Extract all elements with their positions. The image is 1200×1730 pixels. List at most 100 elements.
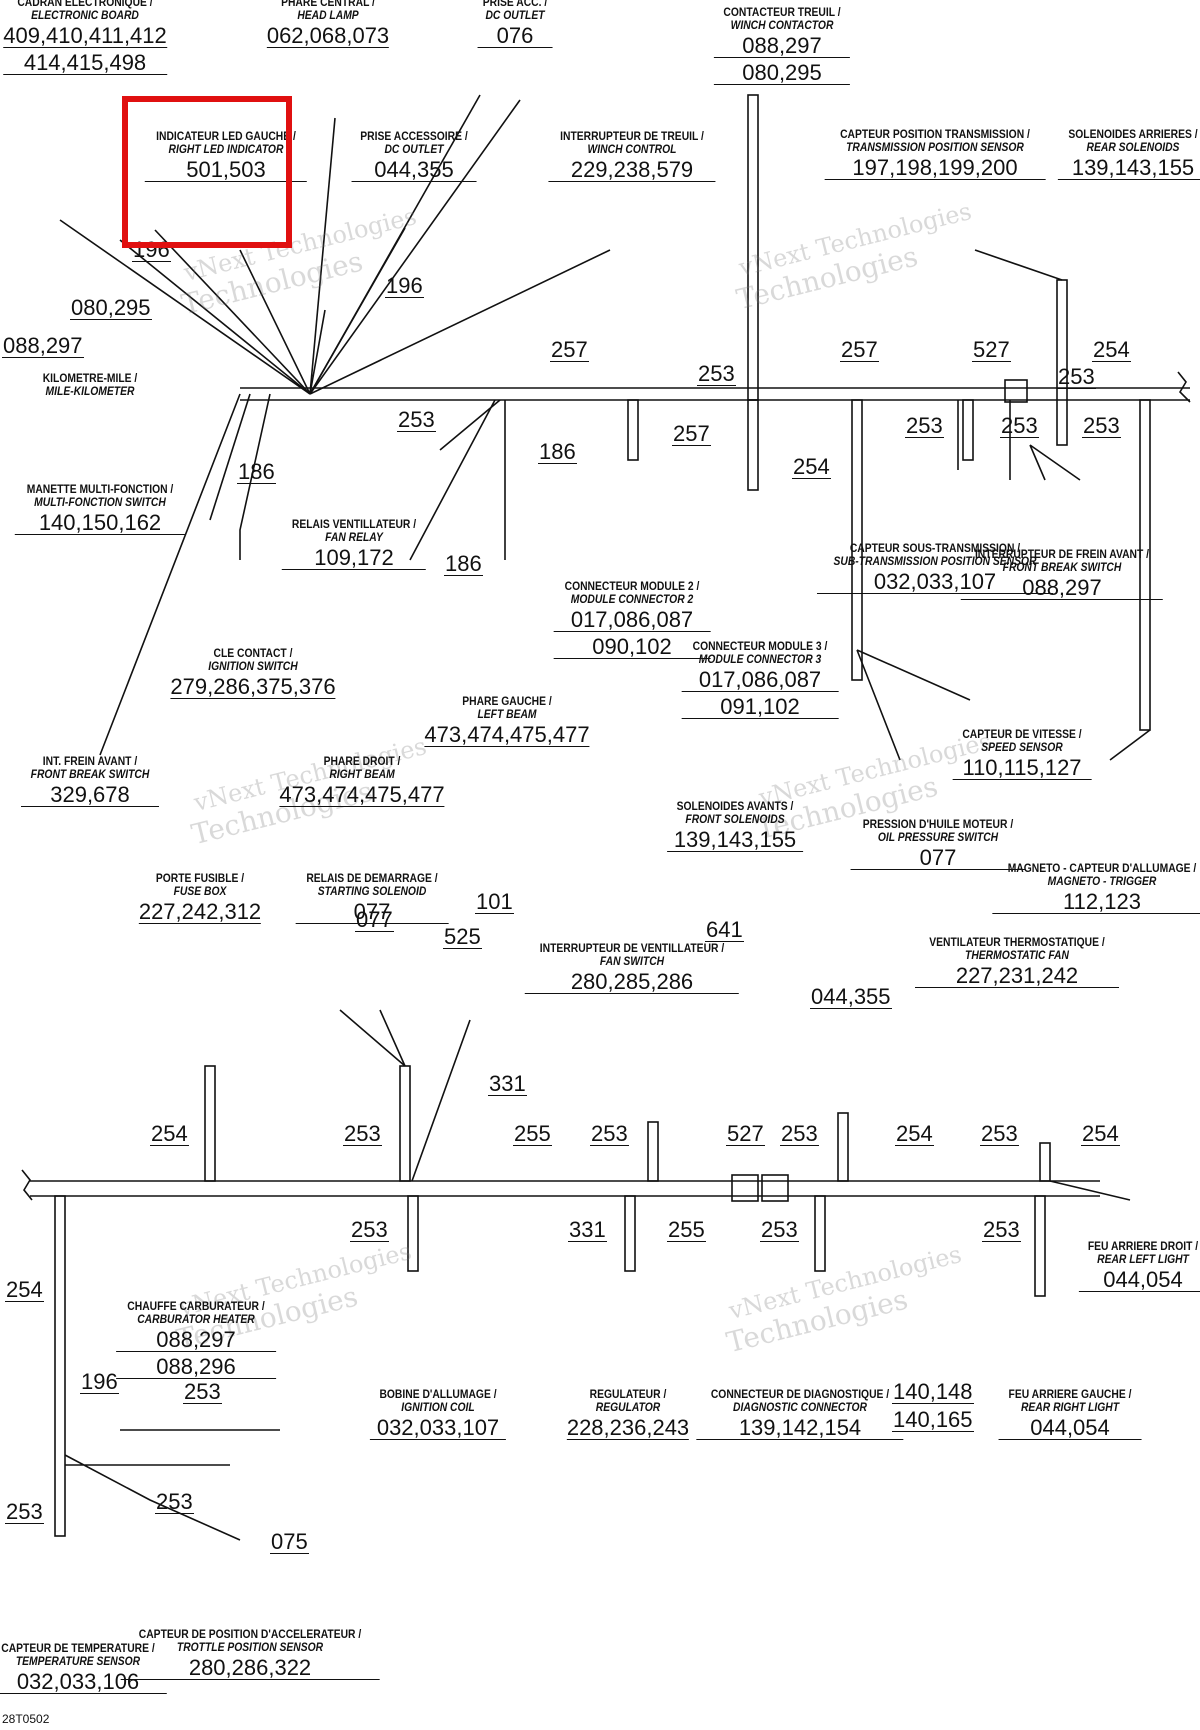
wire-callout: 088,297 <box>2 333 84 359</box>
wire-callout: 331 <box>488 1071 527 1097</box>
label-fr: INT. FREIN AVANT / <box>42 754 138 768</box>
part-number: 197,198,199,200 <box>824 156 1046 181</box>
label-fr: KILOMETRE-MILE / <box>42 371 138 385</box>
label-en: IGNITION COIL <box>401 1399 475 1414</box>
label-en: LEFT BEAM <box>477 706 537 721</box>
label-fr: BOBINE D'ALLUMAGE / <box>379 1387 497 1401</box>
component-label-trottle-position-sensor: CAPTEUR DE POSITION D'ACCELERATEUR /TROT… <box>120 1628 380 1681</box>
part-number: 473,474,475,477 <box>424 722 590 748</box>
hub-branches <box>59 94 611 756</box>
part-number: 044,054 <box>998 1416 1142 1441</box>
label-fr: CLE CONTACT / <box>213 646 293 660</box>
wire-callout: 525 <box>443 924 482 950</box>
label-fr: SOLENOIDES AVANTS / <box>676 799 794 813</box>
wire-callout: 255 <box>667 1217 706 1243</box>
label-fr: INTERRUPTEUR DE FREIN AVANT / <box>974 547 1150 561</box>
label-en: FAN SWITCH <box>599 953 665 968</box>
label-en: SUB-TRANSMISSION POSITION SENSOR <box>833 553 1037 568</box>
part-number: 032,033,106 <box>0 1670 168 1695</box>
wire-callout: 253 <box>1057 364 1096 390</box>
component-label-magneto-trigger: MAGNETO - CAPTEUR D'ALLUMAGE /MAGNETO - … <box>992 862 1200 915</box>
wire-callout: 254 <box>1081 1121 1120 1147</box>
part-number: 139,143,155 <box>667 828 803 853</box>
part-number: 109,172 <box>281 546 427 571</box>
wire-callout: 254 <box>150 1121 189 1147</box>
part-number: 017,086,087 <box>553 608 711 633</box>
label-fr: VENTILATEUR THERMOSTATIQUE / <box>929 935 1105 949</box>
label-fr: CONTACTEUR TREUIL / <box>723 5 841 19</box>
label-en: REAR SOLENOIDS <box>1086 139 1180 154</box>
wire-callout: 196 <box>385 273 424 299</box>
label-en: FUSE BOX <box>173 883 227 898</box>
part-number: 080,295 <box>713 61 851 86</box>
label-fr: CONNECTEUR MODULE 3 / <box>692 639 828 653</box>
upper-harness-break <box>1177 371 1191 403</box>
part-number: 077 <box>850 846 1026 871</box>
label-en: IGNITION SWITCH <box>208 658 298 673</box>
wire-callout: 641 <box>705 917 744 943</box>
wire-callout: 140,148 <box>892 1379 974 1405</box>
label-fr: INTERRUPTEUR DE VENTILLATEUR / <box>539 941 725 955</box>
wire-callout: 140,165 <box>892 1407 974 1433</box>
label-fr: MANETTE MULTI-FONCTION / <box>26 482 174 496</box>
label-en: DIAGNOSTIC CONNECTOR <box>733 1399 867 1414</box>
label-en: RIGHT BEAM <box>329 766 395 781</box>
part-number: 112,123 <box>992 890 1200 915</box>
label-en: FRONT BREAK SWITCH <box>30 766 150 781</box>
part-number: 017,086,087 <box>681 668 839 693</box>
wire-callout: 255 <box>513 1121 552 1147</box>
label-en: MILE-KILOMETER <box>45 383 135 398</box>
part-number: 229,238,579 <box>548 158 716 183</box>
component-label-front-break-switch-right: INTERRUPTEUR DE FREIN AVANT /FRONT BREAK… <box>960 547 1164 601</box>
part-number: 062,068,073 <box>266 23 390 49</box>
label-en: WINCH CONTROL <box>587 141 677 156</box>
label-fr: CAPTEUR DE VITESSE / <box>962 727 1082 741</box>
part-number: 227,242,312 <box>138 899 262 925</box>
part-number: 139,142,154 <box>696 1416 904 1441</box>
label-en: MAGNETO - TRIGGER <box>1047 873 1157 888</box>
wire-callout: 077 <box>355 907 394 933</box>
component-label-oil-pressure-switch: PRESSION D'HUILE MOTEUR /OIL PRESSURE SW… <box>850 817 1026 871</box>
label-fr: RELAIS DE DEMARRAGE / <box>306 871 438 885</box>
component-label-temperature-sensor: CAPTEUR DE TEMPERATURE /TEMPERATURE SENS… <box>0 1642 168 1695</box>
part-number: 076 <box>477 24 553 49</box>
part-number: 091,102 <box>681 695 839 720</box>
label-fr: PRISE ACCESSOIRE / <box>360 129 468 143</box>
label-en: MODULE CONNECTOR 2 <box>570 591 694 606</box>
label-fr: PHARE DROIT / <box>323 754 401 768</box>
label-fr: PORTE FUSIBLE / <box>155 871 245 885</box>
component-label-mile-kilometer: KILOMETRE-MILE /MILE-KILOMETER <box>35 372 145 397</box>
wire-callout: 253 <box>350 1217 389 1243</box>
wire-callout: 196 <box>80 1369 119 1395</box>
part-number: 228,236,243 <box>566 1415 690 1441</box>
label-fr: CHAUFFE CARBURATEUR / <box>127 1299 265 1313</box>
component-label-sub-transmission-sensor: CAPTEUR SOUS-TRANSMISSION /SUB-TRANSMISS… <box>816 542 1054 595</box>
wire-callout: 254 <box>5 1277 44 1303</box>
label-en: CARBURATOR HEATER <box>137 1311 255 1326</box>
wire-callout: 186 <box>444 551 483 577</box>
label-fr: CAPTEUR POSITION TRANSMISSION / <box>840 127 1030 141</box>
label-fr: PRESSION D'HUILE MOTEUR / <box>862 817 1014 831</box>
wire-callout: 075 <box>270 1529 309 1555</box>
label-en: FRONT BREAK SWITCH <box>1002 559 1122 574</box>
wire-callout: 527 <box>726 1121 765 1147</box>
wire-callout: 331 <box>568 1217 607 1243</box>
wire-callout: 253 <box>5 1499 44 1525</box>
component-label-transmission-position-sensor: CAPTEUR POSITION TRANSMISSION /TRANSMISS… <box>824 127 1046 181</box>
wire-callout: 254 <box>895 1121 934 1147</box>
label-en: HEAD LAMP <box>297 7 359 22</box>
figure-code: 28T0502 <box>2 1712 50 1726</box>
component-label-diagnostic-connector: CONNECTEUR DE DIAGNOSTIQUE /DIAGNOSTIC C… <box>696 1388 904 1441</box>
label-en: TEMPERATURE SENSOR <box>15 1653 141 1668</box>
